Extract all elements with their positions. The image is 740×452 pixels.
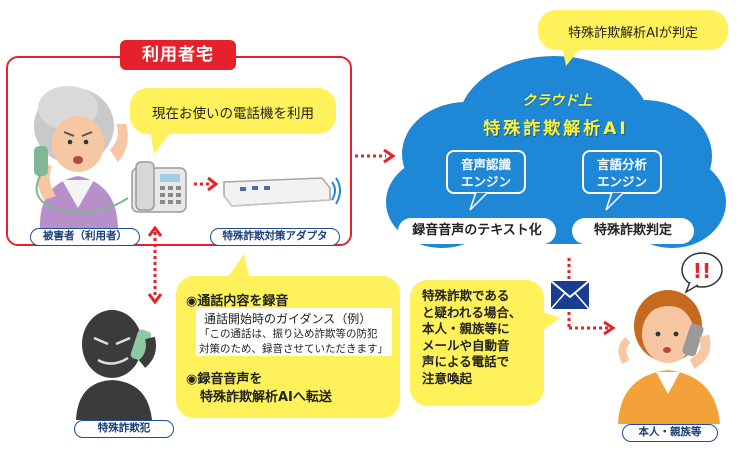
speech-recognition-engine: 音声認識 エンジン <box>446 150 526 194</box>
exclamation-bubble: !! <box>681 252 723 294</box>
ai-judge-bubble <box>538 10 728 50</box>
guidance-line2: 対策のため、録音させていただきます」 <box>199 343 388 355</box>
text-conversion-result: 録音音声のテキスト化 <box>398 218 556 244</box>
adapter-caption: 特殊詐欺対策アダプタ <box>210 228 340 246</box>
adapter-device-icon <box>223 177 341 207</box>
alert-line-3: 本人・親族等に <box>422 321 510 336</box>
ai-judge-text: 特殊詐欺解析AIが判定 <box>568 26 698 41</box>
cloud-title-line1: クラウド上 <box>522 93 592 109</box>
engine-tails <box>469 192 626 211</box>
victim-caption: 被害者（利用者） <box>30 228 140 246</box>
engine-1-line1: 音声認識 <box>460 157 511 172</box>
transfer-item-line1: ◉録音音声を <box>186 372 263 387</box>
adapter-features-bubble-tail <box>226 254 250 280</box>
alert-line-6: 注意喚起 <box>422 370 473 386</box>
cloud-title-line2: 特殊詐欺解析AI <box>483 119 629 139</box>
arrow-home-to-cloud <box>355 148 396 164</box>
phone-use-bubble <box>130 88 336 134</box>
home-label: 利用者宅 <box>120 40 236 70</box>
alert-line-2: と疑われる場合、 <box>422 304 522 320</box>
family-caption: 本人・親族等 <box>622 424 718 442</box>
elderly-victim-illustration <box>34 86 129 230</box>
phone-use-text: 現在お使いの電話機を利用 <box>152 106 314 122</box>
arrow-phone-to-adapter <box>194 176 219 192</box>
alert-line-1: 特殊詐欺である <box>422 288 510 303</box>
record-call-item: ◉通話内容を録音 <box>186 294 289 309</box>
family-member-illustration <box>618 290 720 424</box>
phone-use-bubble-tail <box>150 130 172 154</box>
guidance-box <box>196 308 392 356</box>
arrow-cloud-to-family <box>567 258 616 336</box>
language-analysis-engine: 言語分析 エンジン <box>582 150 662 194</box>
alert-text: 特殊詐欺である と疑われる場合、 本人・親族等に メールや自動音 声による電話で… <box>422 288 521 387</box>
alert-bubble <box>410 280 544 406</box>
telephone-icon <box>131 161 187 213</box>
alert-line-4: メールや自動音 <box>422 337 510 353</box>
transfer-item-line2: 特殊詐欺解析AIへ転送 <box>200 390 332 405</box>
guidance-title: 通話開始時のガイダンス（例） <box>204 312 372 326</box>
alert-bubble-tail <box>538 310 560 334</box>
engine-1-line2: エンジン <box>460 174 511 189</box>
ai-judge-bubble-tail <box>562 46 582 66</box>
guidance-line1: 「この通話は、振り込め詐欺等の防犯 <box>199 328 378 340</box>
svg-text:!!: !! <box>693 259 711 283</box>
fraudster-illustration <box>76 310 156 420</box>
fraudster-caption: 特殊詐欺犯 <box>74 420 174 438</box>
fraud-judgment-result: 特殊詐欺判定 <box>572 218 694 244</box>
vertical-arrow-home-to-fraudster <box>147 226 163 305</box>
engine-2-line1: 言語分析 <box>596 157 647 172</box>
mail-icon <box>550 280 590 310</box>
engine-2-line2: エンジン <box>596 174 647 189</box>
alert-line-5: 声による電話で <box>422 354 510 369</box>
